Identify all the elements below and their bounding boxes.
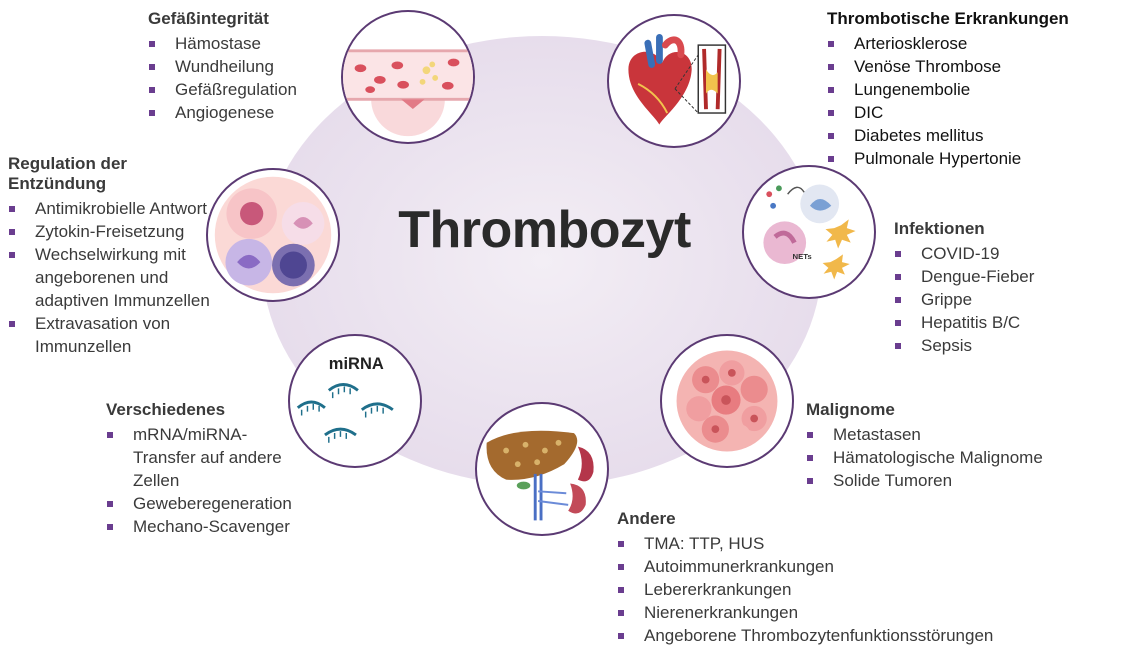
list-item: Mechano-Scavenger <box>106 515 306 538</box>
immune-cells-illustration <box>206 168 340 302</box>
list-item: DIC <box>827 101 1069 124</box>
heart-illustration <box>607 14 741 148</box>
list-item: Gefäßregulation <box>148 78 297 101</box>
blood-vessel-illustration <box>341 10 475 144</box>
item-list: COVID-19 Dengue-Fieber Grippe Hepatitis … <box>894 242 1034 357</box>
section-heading: Andere <box>617 509 676 528</box>
list-item: Nierenerkrankungen <box>617 601 993 624</box>
item-list: Arteriosklerose Venöse Thrombose Lungene… <box>827 32 1069 170</box>
list-item: Hämatologische Malignome <box>806 446 1043 469</box>
list-item: Lungenembolie <box>827 78 1069 101</box>
section-inflammation-regulation: Regulation der Entzündung Antimikrobiell… <box>8 154 228 358</box>
list-item: Antimikrobielle Antwort <box>8 197 228 220</box>
section-other: Andere TMA: TTP, HUS Autoimmunerkrankung… <box>617 509 993 647</box>
section-infections: Infektionen COVID-19 Dengue-Fieber Gripp… <box>894 219 1034 357</box>
list-item: Diabetes mellitus <box>827 124 1069 147</box>
list-item: Wechselwirkung mit angeborenen und adapt… <box>8 243 228 312</box>
item-list: Antimikrobielle Antwort Zytokin-Freisetz… <box>8 197 228 358</box>
list-item: Sepsis <box>894 334 1034 357</box>
mirna-illustration: miRNA <box>288 334 422 468</box>
list-item: Geweberegeneration <box>106 492 306 515</box>
section-thrombotic-diseases: Thrombotische Erkrankungen Arteriosklero… <box>827 9 1069 170</box>
list-item: Zytokin-Freisetzung <box>8 220 228 243</box>
section-vascular-integrity: Gefäßintegrität Hämostase Wundheilung Ge… <box>148 9 297 124</box>
section-miscellaneous: Verschiedenes mRNA/miRNA-Transfer auf an… <box>106 400 306 538</box>
list-item: Dengue-Fieber <box>894 265 1034 288</box>
list-item: Extravasation von Immunzellen <box>8 312 195 358</box>
list-item: Angiogenese <box>148 101 297 124</box>
item-list: Hämostase Wundheilung Gefäßregulation An… <box>148 32 297 124</box>
item-list: mRNA/miRNA-Transfer auf andere Zellen Ge… <box>106 423 306 538</box>
list-item: Angeborene Thrombozytenfunktionsstörunge… <box>617 624 993 647</box>
nets-label: NETs <box>793 252 812 261</box>
liver-kidney-illustration <box>475 402 609 536</box>
list-item: Grippe <box>894 288 1034 311</box>
item-list: TMA: TTP, HUS Autoimmunerkrankungen Lebe… <box>617 532 993 647</box>
list-item: mRNA/miRNA-Transfer auf andere Zellen <box>106 423 293 492</box>
section-heading: Verschiedenes <box>106 400 226 419</box>
tumor-illustration <box>660 334 794 468</box>
list-item: Pulmonale Hypertonie <box>827 147 1069 170</box>
item-list: Metastasen Hämatologische Malignome Soli… <box>806 423 1043 492</box>
section-heading: Thrombotische Erkrankungen <box>827 9 1069 28</box>
section-heading: Infektionen <box>894 219 985 238</box>
list-item: Hämostase <box>148 32 297 55</box>
section-heading: Regulation der Entzündung <box>8 154 128 193</box>
section-heading: Gefäßintegrität <box>148 9 269 28</box>
section-heading: Malignome <box>806 400 895 419</box>
list-item: Venöse Thrombose <box>827 55 1069 78</box>
list-item: TMA: TTP, HUS <box>617 532 993 555</box>
list-item: Lebererkrankungen <box>617 578 993 601</box>
list-item: Metastasen <box>806 423 1043 446</box>
list-item: Arteriosklerose <box>827 32 1069 55</box>
section-malignancies: Malignome Metastasen Hämatologische Mali… <box>806 400 1043 492</box>
list-item: COVID-19 <box>894 242 1034 265</box>
list-item: Wundheilung <box>148 55 297 78</box>
infection-illustration: NETs <box>742 165 876 299</box>
list-item: Solide Tumoren <box>806 469 1043 492</box>
list-item: Hepatitis B/C <box>894 311 1034 334</box>
mirna-label: miRNA <box>329 355 384 373</box>
diagram-title: Thrombozyt <box>398 201 691 259</box>
list-item: Autoimmunerkrankungen <box>617 555 993 578</box>
